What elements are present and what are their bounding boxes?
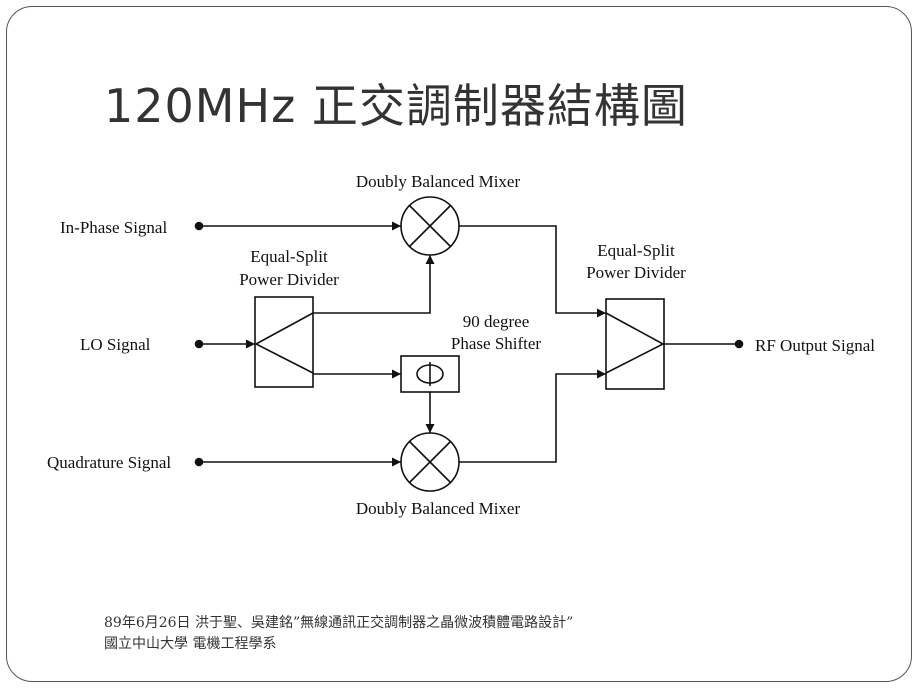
phase-shifter-box	[400, 355, 460, 393]
phase-shifter-label-2: Phase Shifter	[451, 334, 542, 353]
mixer-top-label: Doubly Balanced Mixer	[356, 172, 521, 191]
mixer-top	[400, 196, 460, 256]
wire-mixer-bottom-to-combiner	[459, 369, 606, 463]
divider-left-label-1: Equal-Split	[250, 247, 328, 266]
mixer-bottom	[400, 432, 460, 492]
divider-left-label-2: Power Divider	[239, 270, 339, 289]
mixer-bottom-label: Doubly Balanced Mixer	[356, 499, 521, 518]
lo-label: LO Signal	[80, 335, 151, 354]
divider-right-label-2: Power Divider	[586, 263, 686, 282]
divider-right-label-1: Equal-Split	[597, 241, 675, 260]
rf-output-label: RF Output Signal	[755, 336, 875, 355]
slide-title: 120MHz 正交調制器結構圖	[104, 79, 688, 133]
in-phase-label: In-Phase Signal	[60, 218, 167, 237]
footer-line-1: 89年6月26日 洪于聖、吳建銘”無線通訊正交調制器之晶微波積體電路設計”	[104, 615, 574, 631]
slide-frame	[6, 6, 912, 682]
wire-mixer-top-to-combiner	[459, 225, 606, 318]
wire-divider-to-mixer-top	[313, 255, 435, 314]
footer-line-2: 國立中山大學 電機工程學系	[104, 636, 277, 652]
quadrature-label: Quadrature Signal	[47, 453, 171, 472]
power-divider-left	[254, 296, 314, 388]
phase-shifter-label-1: 90 degree	[463, 312, 530, 331]
footer-citation: 89年6月26日 洪于聖、吳建銘”無線通訊正交調制器之晶微波積體電路設計” 國立…	[104, 613, 573, 655]
power-divider-right	[605, 298, 665, 390]
